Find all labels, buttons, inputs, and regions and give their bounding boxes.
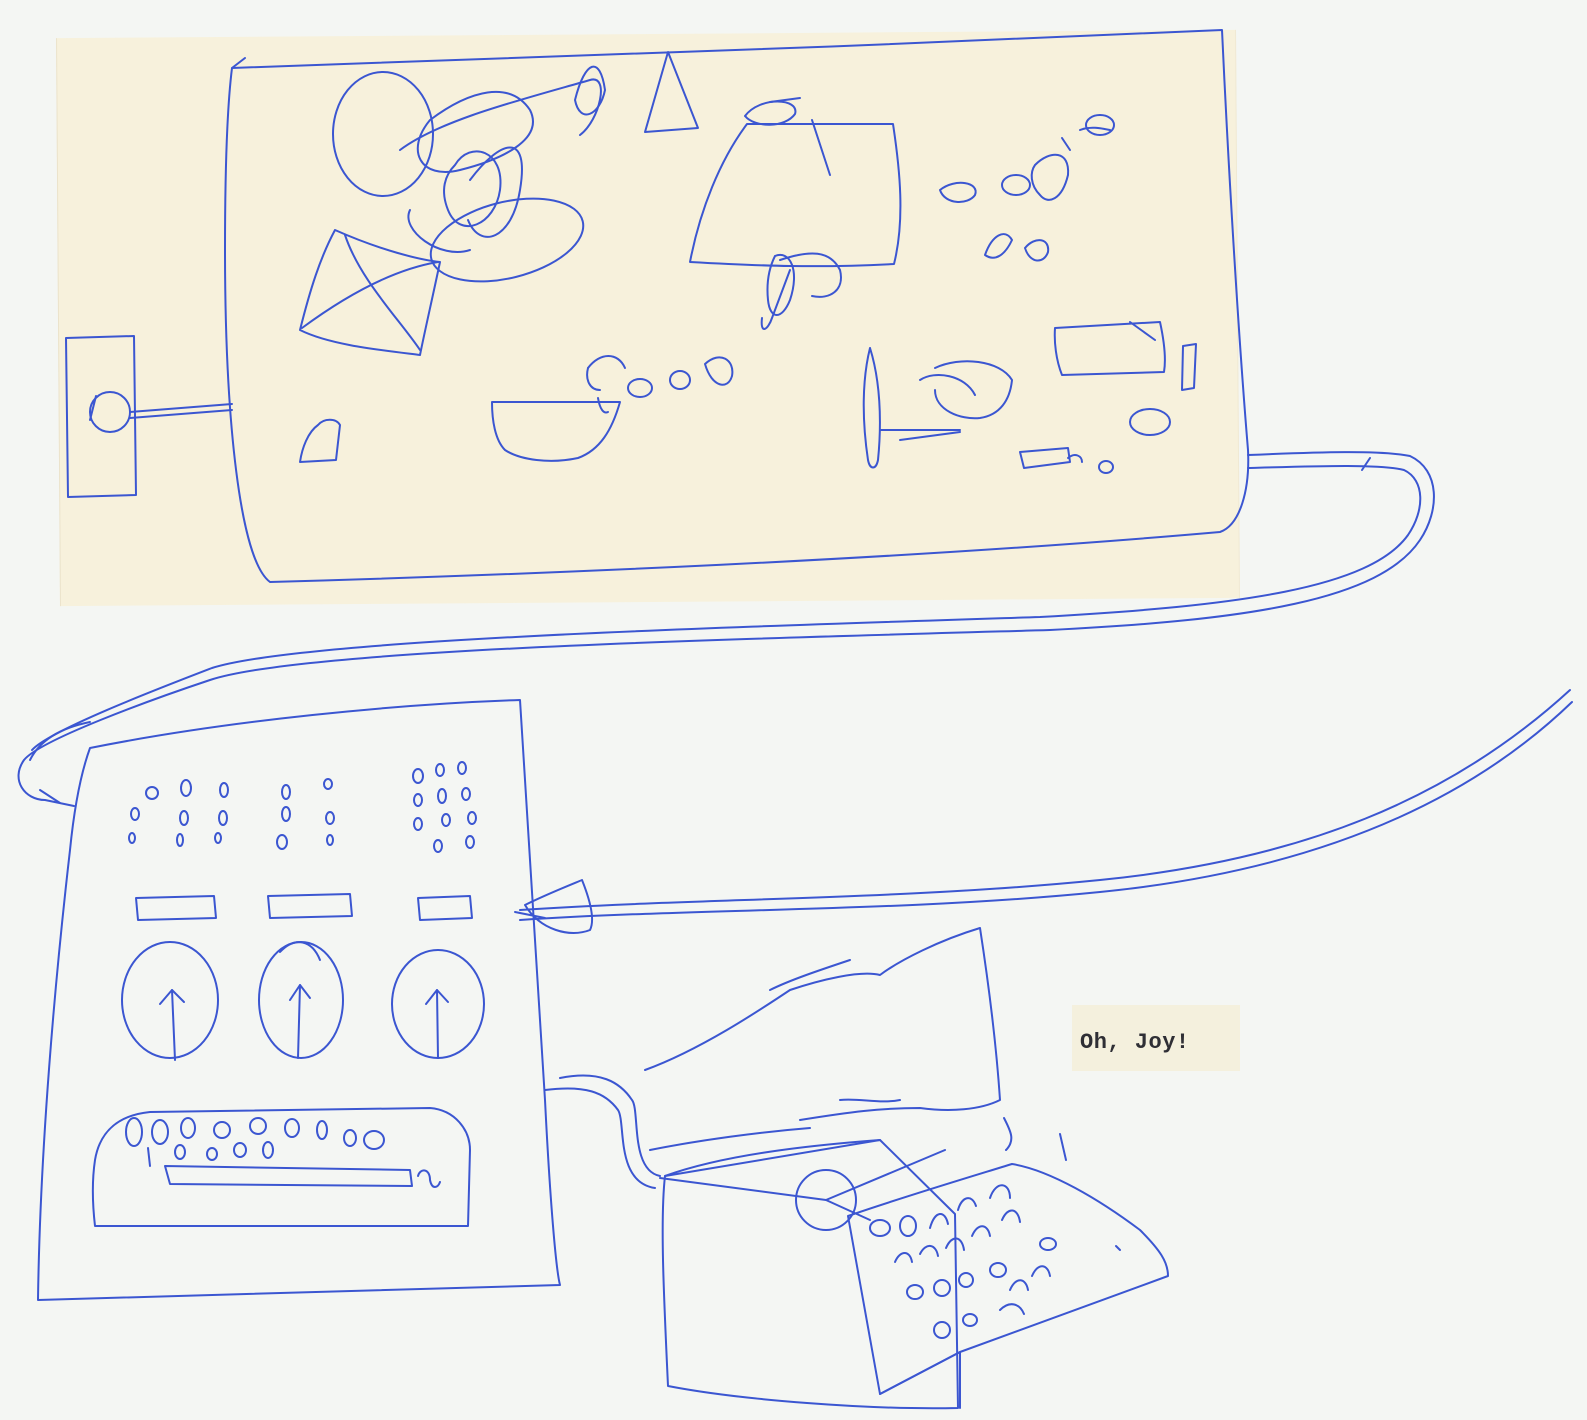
display-shape-bowl: [492, 402, 620, 461]
console-knob-dots: [129, 762, 476, 852]
display-screen-corner-mark: [232, 58, 245, 68]
display-screen-frame: [225, 30, 1248, 582]
display-shapes: [300, 52, 1196, 473]
printer-paper: [645, 928, 1000, 1120]
display-shape-quad-left: [300, 230, 440, 355]
side-device: [66, 336, 232, 497]
cables: [19, 452, 1572, 1188]
printer-base: [663, 1140, 958, 1408]
display-shape-rect-right: [1055, 322, 1165, 375]
display-screen: [225, 30, 1248, 582]
teletype-printer: [645, 928, 1168, 1408]
printer-keyboard: [848, 1164, 1168, 1394]
console-keyboard-panel: [93, 1108, 470, 1226]
console-display-slots: [136, 894, 472, 920]
console-dial-3: [392, 950, 484, 1058]
control-console: [30, 700, 592, 1300]
display-shape-trapezoid-large: [690, 124, 900, 266]
console-dial-1: [122, 942, 218, 1060]
handwritten-caption: Oh, Joy!: [1080, 1030, 1190, 1055]
console-dial-2: [259, 942, 343, 1058]
display-shape-triangle: [645, 52, 698, 132]
